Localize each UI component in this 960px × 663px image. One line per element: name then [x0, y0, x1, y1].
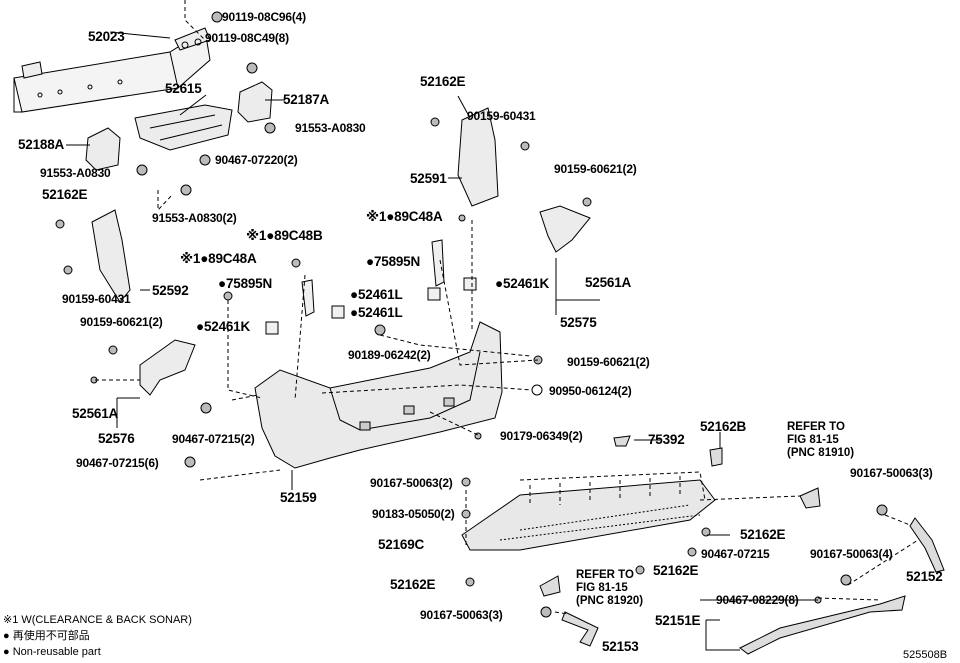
label-89c48b: ※1●89C48B: [246, 228, 323, 243]
label-90467-07220: 90467-07220(2): [215, 153, 298, 167]
label-90119-08c96: 90119-08C96(4): [222, 10, 306, 24]
label-90189-06242: 90189-06242(2): [348, 348, 431, 362]
label-52615: 52615: [165, 81, 202, 96]
bracket-52615-drawing: [134, 104, 233, 151]
label-52561a-right: 52561A: [585, 275, 632, 290]
pad-52461l-b: [331, 305, 345, 319]
label-52023: 52023: [88, 29, 125, 44]
pad-52461k-b: [265, 321, 279, 335]
part-52162b-drawing: [709, 447, 723, 467]
refer-line-3: (PNC 81910): [787, 447, 855, 459]
label-90167-50063-3-right: 90167-50063(3): [850, 466, 933, 480]
label-52152: 52152: [906, 569, 943, 584]
fasteners: [55, 11, 888, 618]
label-90159-60431-top: 90159-60431: [467, 109, 536, 123]
pad-52461l-a: [427, 287, 441, 301]
absorber-52188a-drawing: [85, 127, 121, 171]
label-52575: 52575: [560, 315, 597, 330]
label-90159-60431-left: 90159-60431: [62, 292, 131, 306]
label-91553-a0830-right: 91553-A0830: [295, 121, 366, 135]
label-52561a-left: 52561A: [72, 406, 119, 421]
refer-part-81910-drawing: [799, 487, 821, 509]
label-90167-50063-2: 90167-50063(2): [370, 476, 453, 490]
reinforcement-52023-drawing: [13, 27, 211, 113]
label-90167-50063-3-bottom: 90167-50063(3): [420, 608, 503, 622]
label-90179-06349: 90179-06349(2): [500, 429, 583, 443]
pad-52461k-a: [463, 277, 477, 291]
lower-garnish-52169c-drawing: [461, 479, 716, 551]
label-52159: 52159: [280, 490, 317, 505]
label-52461k-left: ●52461K: [196, 319, 251, 334]
diagram-code: 525508B: [903, 649, 948, 661]
assembly-lines: [95, 0, 919, 615]
label-90119-08c49: 90119-08C49(8): [205, 31, 289, 45]
label-52162e-top: 52162E: [420, 74, 466, 89]
refer-line-2: FIG 81-15: [787, 434, 839, 446]
legend-en: ● Non-reusable part: [3, 646, 101, 658]
label-90159-60621-top: 90159-60621(2): [554, 162, 637, 176]
label-52162e-right: 52162E: [740, 527, 786, 542]
label-52188a: 52188A: [18, 137, 65, 152]
label-89c48a-top: ※1●89C48A: [366, 209, 443, 224]
refer-line-2: FIG 81-15: [576, 582, 628, 594]
reflector-75392-drawing: [613, 435, 631, 447]
refer-part-81920-drawing: [539, 575, 561, 597]
label-90183-05050: 90183-05050(2): [372, 507, 455, 521]
label-91553-a0830-left: 91553-A0830: [40, 166, 111, 180]
label-75895n-left: ●75895N: [218, 276, 273, 291]
absorber-52187a-drawing: [237, 81, 273, 123]
label-75392: 75392: [648, 432, 685, 447]
molding-52151e-drawing: [739, 595, 906, 655]
legend-en-text: Non-reusable part: [12, 646, 101, 658]
label-89c48a-left: ※1●89C48A: [180, 251, 257, 266]
bumper-cover-52159-drawing: [254, 321, 503, 469]
label-52162e-left: 52162E: [42, 187, 88, 202]
label-90467-08229: 90467-08229(8): [716, 593, 799, 607]
label-52151e: 52151E: [655, 613, 701, 628]
label-52576: 52576: [98, 431, 135, 446]
label-90467-07215: 90467-07215: [701, 547, 770, 561]
refer-line-1: REFER TO: [787, 421, 845, 433]
label-90159-60621-left: 90159-60621(2): [80, 315, 163, 329]
retainer-52591-drawing: [457, 107, 499, 207]
bracket-52561a-right-drawing: [539, 205, 591, 253]
label-90159-60621-right: 90159-60621(2): [567, 355, 650, 369]
label-75895n-right: ●75895N: [366, 254, 421, 269]
label-52187a: 52187A: [283, 92, 330, 107]
seal-75895n-b-drawing: [301, 279, 315, 317]
label-52461l-upper: ●52461L: [350, 287, 403, 302]
molding-52152-drawing: [909, 517, 945, 573]
label-52591: 52591: [410, 171, 447, 186]
label-52461k-right: ●52461K: [495, 276, 550, 291]
label-52592: 52592: [152, 283, 189, 298]
label-52162e-bottom: 52162E: [390, 577, 436, 592]
label-52169c: 52169C: [378, 537, 425, 552]
label-90167-50063-4: 90167-50063(4): [810, 547, 893, 561]
retainer-52592-drawing: [91, 209, 131, 303]
label-90950-06124: 90950-06124(2): [549, 384, 632, 398]
label-90467-07215-6: 90467-07215(6): [76, 456, 159, 470]
label-90467-07215-2: 90467-07215(2): [172, 432, 255, 446]
refer-line-3: (PNC 81920): [576, 595, 644, 607]
legend-note-1: ※1 W(CLEARANCE & BACK SONAR): [3, 614, 192, 626]
label-91553-a0830-2: 91553-A0830(2): [152, 211, 237, 225]
seal-75895n-a-drawing: [431, 239, 445, 287]
legend-jp: ● 再使用不可部品: [3, 630, 90, 642]
label-52162e-center: 52162E: [653, 563, 699, 578]
molding-52153-drawing: [561, 611, 599, 647]
label-52162b: 52162B: [700, 419, 747, 434]
label-52461l-lower: ●52461L: [350, 305, 403, 320]
bracket-52561a-left-drawing: [139, 339, 196, 396]
refer-line-1: REFER TO: [576, 569, 634, 581]
legend-jp-text: 再使用不可部品: [12, 630, 90, 642]
label-52153: 52153: [602, 639, 639, 654]
leader-lines: [66, 31, 818, 651]
